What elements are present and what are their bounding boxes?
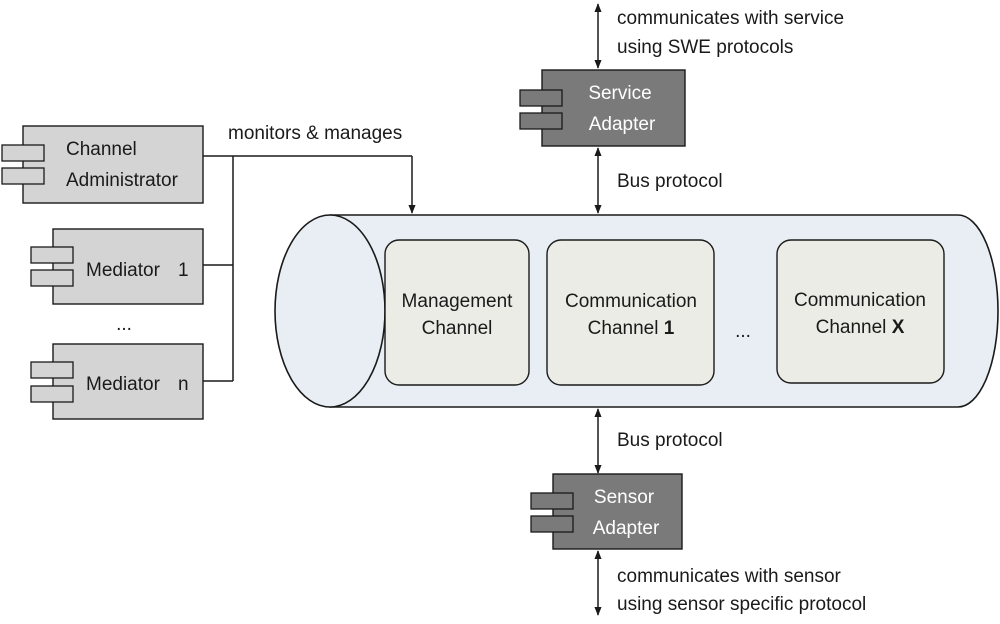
channel-ellipsis: ...: [735, 321, 751, 342]
mediator-n-name: Mediator: [86, 374, 161, 395]
communication-channel-1-line2: Channel 1: [588, 318, 675, 339]
mediator-1: Mediator 1: [30, 228, 204, 305]
communication-channel-x-index: X: [892, 317, 905, 338]
component-port-icon: [519, 112, 563, 130]
management-channel-line2: Channel: [422, 318, 493, 339]
mediator-ellipsis: ...: [116, 314, 132, 335]
communication-channel-x: Communication Channel X: [776, 239, 945, 384]
communication-channel-1-line1: Communication: [565, 291, 697, 312]
component-port-icon: [1, 167, 45, 185]
mediator-1-name: Mediator: [86, 260, 161, 281]
component-port-icon: [530, 515, 574, 533]
sensor-adapter: Sensor Adapter: [530, 473, 683, 550]
mediator-n-index: n: [178, 374, 189, 395]
component-port-icon: [1, 144, 45, 162]
service-adapter-line2: Adapter: [589, 114, 656, 135]
communication-channel-x-line2: Channel X: [816, 317, 905, 338]
communication-channel-x-line1: Communication: [794, 290, 926, 311]
component-port-icon: [530, 492, 574, 510]
sensor-adapter-line1: Sensor: [594, 487, 655, 508]
channel-administrator-line1: Channel: [66, 139, 137, 160]
management-channel: Management Channel: [384, 239, 530, 386]
bus-protocol-top-label: Bus protocol: [617, 171, 723, 192]
sensor-adapter-line2: Adapter: [593, 518, 660, 539]
channel-administrator: Channel Administrator: [1, 125, 204, 204]
sensor-comm-line2: using sensor specific protocol: [617, 594, 866, 615]
sensor-comm-line1: communicates with sensor: [617, 566, 842, 587]
service-comm-line2: using SWE protocols: [617, 37, 793, 58]
bus-protocol-bottom-label: Bus protocol: [617, 430, 723, 451]
service-adapter-line1: Service: [588, 83, 651, 104]
manages-connector: [203, 155, 416, 382]
component-port-icon: [519, 89, 563, 107]
monitors-manages-label: monitors & manages: [228, 123, 402, 144]
component-port-icon: [30, 361, 74, 379]
mediator-n: Mediator n: [30, 343, 204, 420]
component-port-icon: [30, 246, 74, 264]
service-adapter: Service Adapter: [519, 69, 686, 147]
mediator-1-index: 1: [178, 260, 189, 281]
bus-end-cap: [274, 214, 386, 408]
service-comm-line1: communicates with service: [617, 8, 844, 29]
management-channel-line1: Management: [402, 291, 514, 312]
component-port-icon: [30, 269, 74, 287]
channel-administrator-line2: Administrator: [66, 170, 179, 191]
communication-channel-1-index: 1: [664, 318, 675, 339]
component-port-icon: [30, 385, 74, 403]
communication-channel-1: Communication Channel 1: [546, 239, 715, 386]
